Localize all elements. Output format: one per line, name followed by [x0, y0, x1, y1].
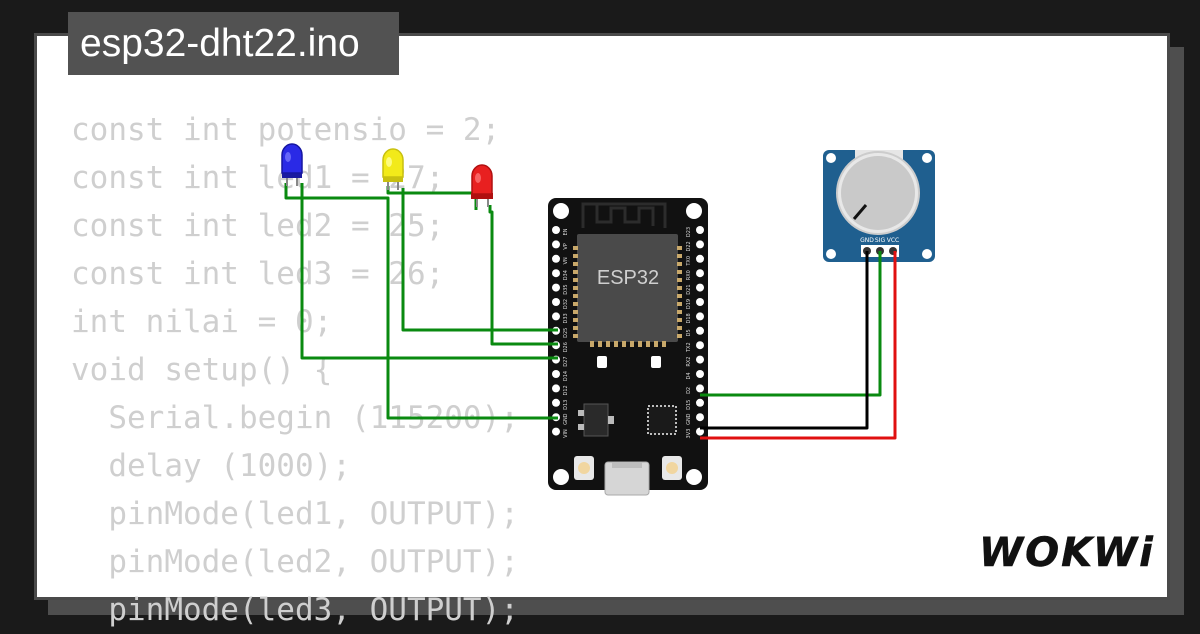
pin-label: D4 — [686, 372, 692, 379]
pin-label: D34 — [563, 270, 569, 280]
knob-indicator — [852, 204, 868, 220]
pin-hole-right[interactable] — [696, 398, 704, 407]
pin-hole-left[interactable] — [552, 240, 560, 249]
pin-label: D2 — [686, 387, 692, 394]
pin-hole-left[interactable] — [552, 283, 560, 292]
wokwi-logo-text: WOKWi — [979, 530, 1155, 576]
code-line: pinMode(led2, OUTPUT); — [71, 544, 519, 580]
pin-label: D14 — [563, 371, 569, 381]
pin-hole-left[interactable] — [552, 312, 560, 321]
pin-hole-left[interactable] — [552, 370, 560, 378]
pin-hole-right[interactable] — [696, 341, 704, 350]
pin-hole-right[interactable] — [696, 298, 704, 306]
pot-pin-label: VCC — [887, 237, 899, 244]
code-line: void setup() { — [71, 352, 333, 388]
wire-red-led[interactable] — [488, 205, 558, 346]
code-line: const int potensio = 2; — [71, 112, 501, 148]
pin-hole-left[interactable] — [552, 269, 560, 278]
led-red[interactable] — [471, 164, 493, 207]
pin-label: D21 — [686, 284, 692, 294]
pin-hole-left[interactable] — [552, 427, 560, 436]
pin-label: VIN — [563, 429, 569, 438]
pin-label: D5 — [686, 329, 692, 336]
pin-label: D13 — [563, 400, 569, 410]
pin-hole-right[interactable] — [696, 413, 704, 422]
pin-hole-right[interactable] — [696, 384, 704, 393]
pin-hole-right[interactable] — [696, 269, 704, 278]
code-line: delay (1000); — [71, 448, 351, 484]
code-line: pinMode(led1, OUTPUT); — [71, 496, 519, 532]
esp32-label: ESP32 — [597, 267, 659, 289]
pin-label: D22 — [686, 241, 692, 251]
pin-label: D33 — [563, 313, 569, 323]
pin-hole-right[interactable] — [696, 370, 704, 378]
pin-label: TX2 — [686, 342, 692, 353]
pin-hole-right[interactable] — [696, 283, 704, 292]
pin-hole-right[interactable] — [696, 326, 704, 335]
pin-label: RX0 — [686, 270, 692, 280]
pin-label: GND — [563, 413, 569, 425]
pin-label: VN — [563, 257, 569, 264]
pin-hole-left[interactable] — [552, 254, 560, 263]
pin-hole-right[interactable] — [696, 226, 704, 234]
pin-hole-left[interactable] — [552, 398, 560, 407]
pin-hole-right[interactable] — [696, 312, 704, 321]
code-line: const int led3 = 26; — [71, 256, 445, 292]
code-preview: const int potensio = 2; const int led1 = … — [71, 106, 519, 634]
pin-hole-left[interactable] — [552, 226, 560, 234]
pin-label: 3V3 — [686, 429, 692, 439]
pin-hole-left[interactable] — [552, 298, 560, 306]
wire-pot-sig[interactable] — [700, 251, 882, 397]
pin-label: RX2 — [686, 357, 692, 367]
pin-label: D23 — [686, 227, 692, 237]
pot-pin-label: GND — [860, 237, 874, 244]
code-line: const int led1 = 27; — [71, 160, 445, 196]
code-line: const int led2 = 25; — [71, 208, 445, 244]
pin-label: VP — [563, 243, 569, 249]
pin-label: GND — [686, 413, 692, 425]
wires — [284, 183, 897, 440]
pin-label: D27 — [563, 356, 569, 366]
wire-blue-led-gnd[interactable] — [284, 183, 558, 420]
pin-label: D12 — [563, 385, 569, 395]
pin-label: D35 — [563, 284, 569, 294]
pin-label: D32 — [563, 299, 569, 309]
wire-pot-gnd[interactable] — [700, 251, 869, 430]
wokwi-logo: WOKWi — [979, 530, 1155, 577]
led-yellow[interactable] — [382, 148, 404, 190]
wire-yellow-led[interactable] — [401, 188, 558, 332]
project-title: esp32-dht22.ino — [68, 12, 399, 75]
pin-label: D19 — [686, 299, 692, 309]
code-line: pinMode(led3, OUTPUT); — [71, 592, 519, 628]
esp32-board[interactable]: ESP32 ENVPVND34D35D32D33D25D26D27D14D12D… — [548, 198, 708, 496]
pin-label: D25 — [563, 328, 569, 338]
pin-label: D15 — [686, 400, 692, 410]
pin-hole-right[interactable] — [696, 254, 704, 263]
led-blue[interactable] — [281, 143, 303, 186]
pin-hole-right[interactable] — [696, 355, 704, 364]
wire-pot-vcc[interactable] — [700, 251, 897, 440]
wire-yellow-led-gnd[interactable] — [386, 186, 478, 210]
pin-label: EN — [563, 228, 569, 235]
pin-hole-right[interactable] — [696, 240, 704, 249]
pin-hole-left[interactable] — [552, 384, 560, 393]
code-line: Serial.begin (115200); — [71, 400, 519, 436]
wire-blue-led[interactable] — [300, 183, 558, 360]
pin-label: D18 — [686, 313, 692, 323]
pin-hole-right[interactable] — [696, 427, 704, 436]
pin-label: D26 — [563, 342, 569, 352]
pot-pin-label: SIG — [875, 237, 886, 244]
pin-label: TX0 — [686, 256, 692, 267]
